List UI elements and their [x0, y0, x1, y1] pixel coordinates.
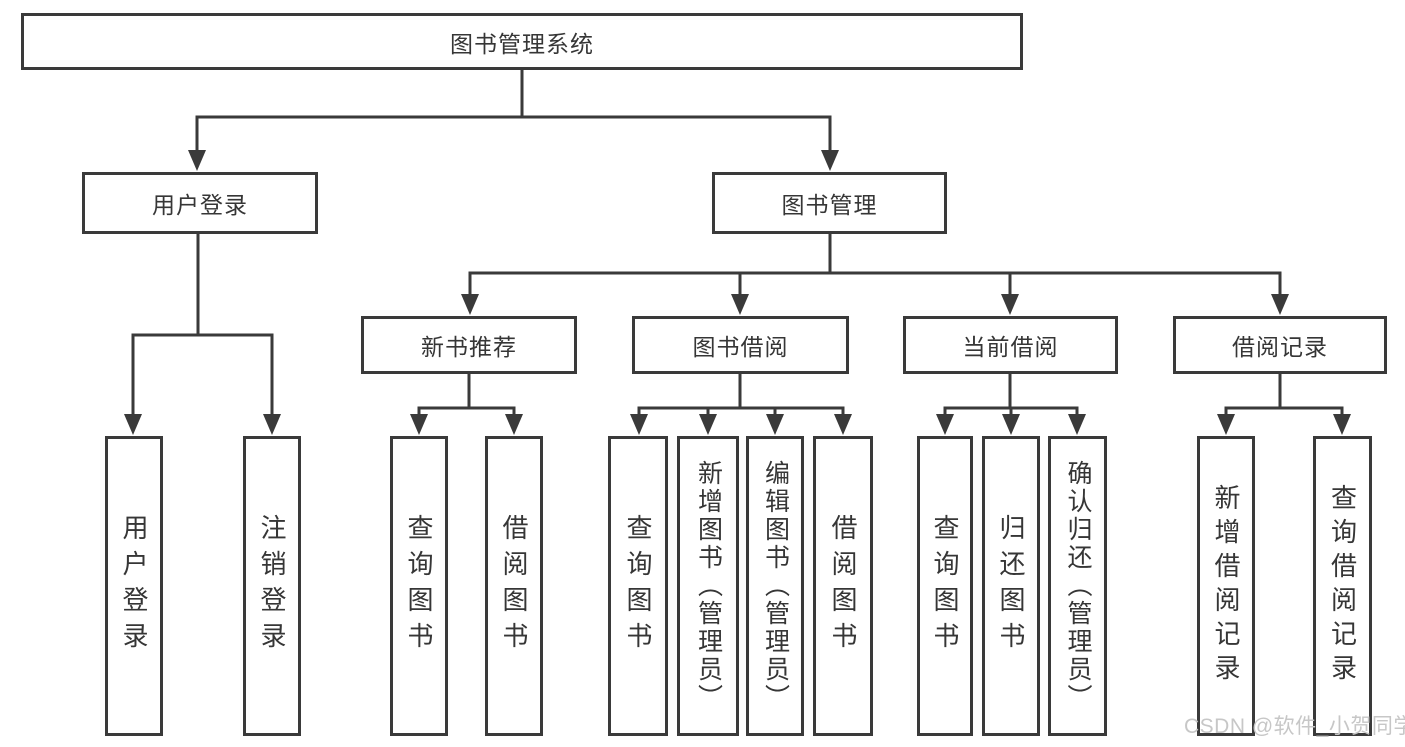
csdn-watermark: CSDN @软件_小贺同学: [1184, 715, 1405, 738]
node-book-management: 图书管理: [712, 172, 947, 234]
leaf-cb-return-books-label: 归还图书: [996, 514, 1026, 658]
leaf-bb-query-books: 查询图书: [608, 436, 668, 736]
leaf-user-login: 用户登录: [105, 436, 163, 736]
leaf-cb-confirm-return-admin-label: 确认归还（管理员）: [1064, 460, 1092, 712]
node-root: 图书管理系统: [21, 13, 1023, 70]
leaf-nb-query-books: 查询图书: [390, 436, 448, 736]
leaf-nb-borrow-books: 借阅图书: [485, 436, 543, 736]
leaf-cb-query-books: 查询图书: [917, 436, 973, 736]
leaf-nb-query-books-label: 查询图书: [404, 514, 434, 658]
leaf-bb-edit-books-admin: 编辑图书（管理员）: [746, 436, 804, 736]
leaf-logout-label: 注销登录: [257, 514, 287, 658]
leaf-br-add-record-label: 新增借阅记录: [1211, 484, 1241, 688]
leaf-br-query-record: 查询借阅记录: [1313, 436, 1372, 736]
leaf-nb-borrow-books-label: 借阅图书: [499, 514, 529, 658]
node-borrowing-records-label: 借阅记录: [1232, 334, 1328, 360]
leaf-bb-borrow-books-label: 借阅图书: [828, 514, 858, 658]
node-book-borrowing: 图书借阅: [632, 316, 849, 374]
leaf-cb-query-books-label: 查询图书: [930, 514, 960, 658]
connector-paths: [131, 70, 1344, 417]
node-borrowing-records: 借阅记录: [1173, 316, 1387, 374]
node-new-book-recommend: 新书推荐: [361, 316, 577, 374]
leaf-bb-query-books-label: 查询图书: [623, 514, 653, 658]
leaf-logout: 注销登录: [243, 436, 301, 736]
leaf-bb-add-books-admin: 新增图书（管理员）: [677, 436, 739, 736]
node-current-borrowing: 当前借阅: [903, 316, 1118, 374]
leaf-user-login-label: 用户登录: [119, 514, 149, 658]
node-root-label: 图书管理系统: [450, 30, 594, 57]
leaf-cb-return-books: 归还图书: [982, 436, 1040, 736]
arrowheads: [124, 150, 1351, 435]
node-new-book-recommend-label: 新书推荐: [421, 334, 517, 360]
node-book-borrowing-label: 图书借阅: [692, 334, 789, 360]
leaf-bb-edit-books-admin-label: 编辑图书（管理员）: [761, 460, 790, 712]
leaf-br-query-record-label: 查询借阅记录: [1327, 484, 1358, 688]
leaf-cb-confirm-return-admin: 确认归还（管理员）: [1048, 436, 1107, 736]
node-current-borrowing-label: 当前借阅: [962, 334, 1059, 360]
node-book-management-label: 图书管理: [781, 192, 878, 218]
leaf-bb-borrow-books: 借阅图书: [813, 436, 873, 736]
node-user-login: 用户登录: [82, 172, 318, 234]
leaf-br-add-record: 新增借阅记录: [1197, 436, 1255, 736]
leaf-bb-add-books-admin-label: 新增图书（管理员）: [694, 460, 723, 712]
node-user-login-label: 用户登录: [152, 192, 248, 218]
